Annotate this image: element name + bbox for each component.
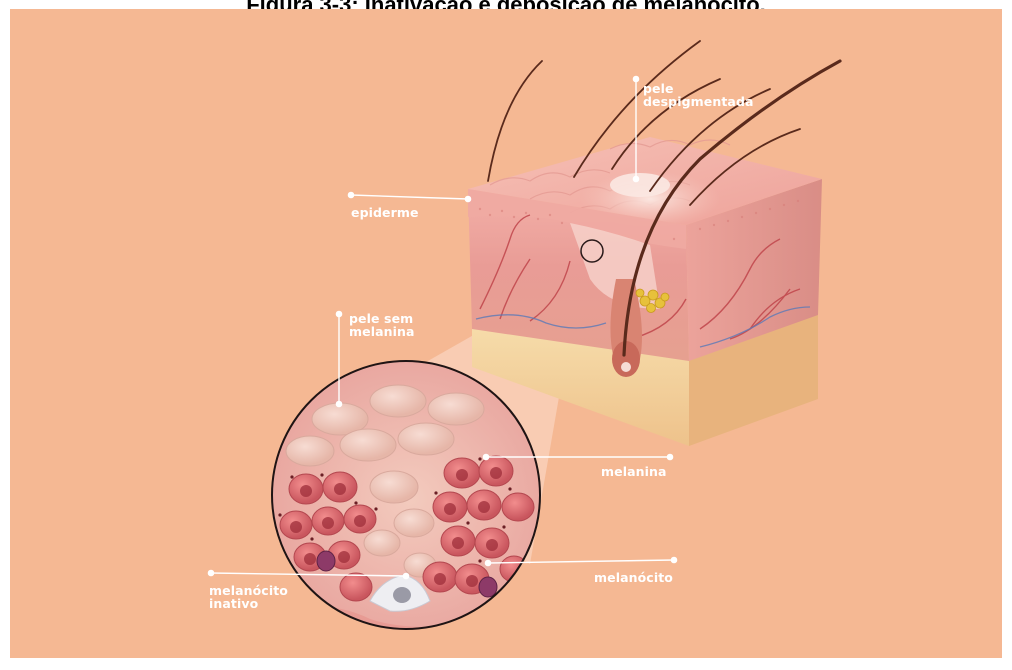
skin-illustration — [10, 9, 1002, 658]
melanocyte-right — [479, 577, 497, 597]
inactive-melanocyte — [393, 587, 411, 603]
label-melanocito-inativo: melanócito inativo — [209, 584, 288, 610]
label-epiderme: epiderme — [351, 206, 419, 219]
label-melanina: melanina — [601, 465, 667, 478]
label-melanocito: melanócito — [594, 571, 673, 584]
melanocyte-left — [317, 551, 335, 571]
illustration-panel: pele despigmentada epiderme pele sem mel… — [10, 9, 1002, 658]
label-pele-despigmentada: pele despigmentada — [643, 82, 754, 108]
label-pele-sem-melanina: pele sem melanina — [349, 312, 415, 338]
